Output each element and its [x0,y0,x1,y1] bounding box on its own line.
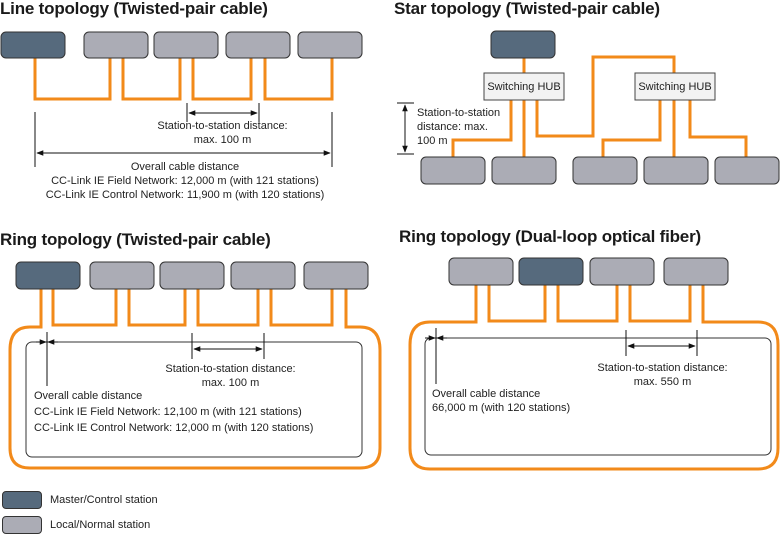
cable-segment [601,100,662,157]
label-line: max. 550 m [633,376,692,388]
star-station-distance-label: Station-to-station distance: max. 100 m [417,106,500,148]
legend-item-local: Local/Normal station [2,516,150,534]
switching-hub-2 [634,72,716,101]
ring-optical-title: Ring topology (Dual-loop optical fiber) [399,227,701,246]
label-line: 100 m [417,135,448,147]
overall-distance-loop [25,341,363,458]
label-line: max. 100 m [201,377,260,389]
local-station-swatch [2,516,42,534]
local-station [643,156,709,185]
star-cables [451,55,748,157]
switching-hub-1 [483,72,565,101]
cable-segment [127,288,187,327]
cable-segment [121,58,182,101]
local-station [663,257,729,286]
label-line: max. 100 m [193,134,252,146]
legend-label: Local/Normal station [50,519,151,531]
cable-segment [487,284,547,323]
cable-segment [51,288,118,327]
master-station [15,261,81,290]
local-station [714,156,780,185]
ring-twisted-station-distance-label: Station-to-station distance: max. 100 m [148,362,313,390]
label-line: CC-Link IE Field Network: 12,000 m (with… [51,175,319,187]
label-line: distance: max. [417,121,488,133]
cable-segment [263,58,334,101]
local-station [297,31,363,59]
line-stations [0,31,363,59]
cable-segment [269,288,334,327]
ring-optical-stations [448,257,729,286]
master-station-swatch [2,491,42,509]
overall-distance-loop [424,337,772,456]
cable-segment [556,284,619,323]
ring-optical-cables [408,284,780,471]
local-station [225,31,291,59]
ring-optical-overall-distance-label: Overall cable distance 66,000 m (with 12… [432,387,570,415]
cable-segment [535,55,676,138]
star-topology-title: Star topology (Twisted-pair cable) [394,0,660,18]
ring-loop [8,288,382,470]
local-station [420,156,486,185]
label-line: CC-Link IE Field Network: 12,100 m (with… [34,406,302,418]
label-line: CC-Link IE Control Network: 12,000 m (wi… [34,422,314,434]
local-station [230,261,296,290]
label-line: 66,000 m (with 120 stations) [432,402,571,414]
label-line: Overall cable distance [432,388,541,400]
ring-loop [408,284,780,471]
label-line: Station-to-station distance: [165,363,296,375]
master-station [490,30,556,59]
label-line: Station-to-station distance: [157,120,288,132]
line-overall-distance-label: Overall cable distance CC-Link IE Field … [20,160,350,202]
cable-segment [451,100,513,157]
legend-item-master: Master/Control station [2,491,158,509]
cable-segment [196,288,260,327]
cable-segment [628,284,692,323]
label-line: CC-Link IE Control Network: 11,900 m (wi… [45,189,325,201]
switching-hub-1-label: Switching HUB [487,81,561,93]
label-line: Station-to-station distance: [597,362,728,374]
ring-optical-topology [408,257,780,471]
line-cables [33,58,334,101]
legend-label: Master/Control station [50,494,158,506]
line-topology-title: Line topology (Twisted-pair cable) [0,0,268,18]
line-topology [0,31,363,167]
ring-twisted-topology [8,261,382,470]
local-station [89,261,155,290]
local-station [572,156,638,185]
ring-optical-station-distance-label: Station-to-station distance: max. 550 m [580,361,745,389]
switching-hub-2-label: Switching HUB [638,81,712,93]
label-line: Overall cable distance [130,161,240,173]
ring-twisted-cables [8,288,382,470]
cable-segment [33,58,112,101]
master-station [518,257,584,286]
local-station [153,31,219,59]
star-topology [397,30,780,185]
local-station [491,156,557,185]
label-line: Station-to-station [417,107,501,119]
local-station [448,257,514,286]
local-station [159,261,225,290]
local-station [83,31,149,59]
local-station [303,261,369,290]
ring-twisted-overall-distance-label: Overall cable distance CC-Link IE Field … [34,388,313,436]
line-station-distance-label: Station-to-station distance: max. 100 m [140,119,305,147]
cable-segment [688,100,748,157]
ring-twisted-title: Ring topology (Twisted-pair cable) [0,230,271,249]
master-station [0,31,66,59]
cable-segment [191,58,253,101]
local-station [589,257,655,286]
star-stations [420,30,780,185]
ring-twisted-stations [15,261,369,290]
label-line: Overall cable distance [34,390,143,402]
